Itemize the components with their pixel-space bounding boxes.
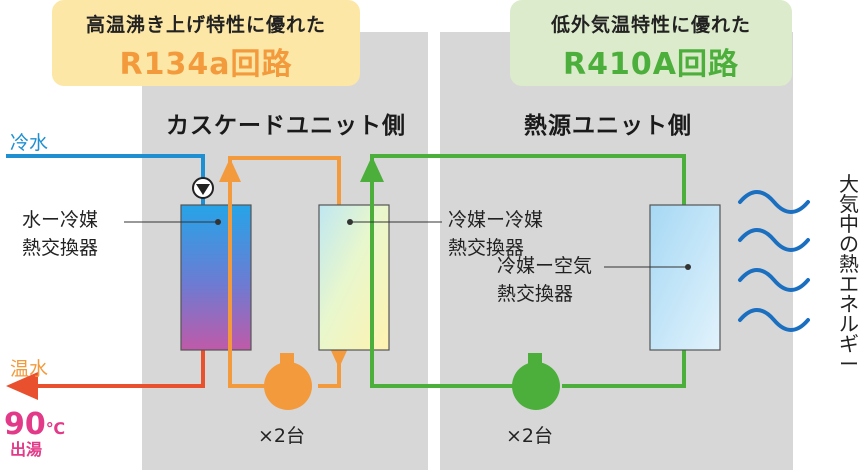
r134a-circuit-title: R134a回路 — [119, 47, 293, 82]
pump-icon — [192, 177, 214, 199]
r410a-up-arrow-icon — [360, 156, 384, 182]
vertical-char: エ — [839, 272, 859, 296]
cold-water-pipe — [6, 154, 205, 206]
heat-source-unit-title: 熱源ユニット側 — [524, 113, 692, 139]
hot-water-label: 温水 — [10, 358, 49, 380]
outlet-temperature: 90℃ 出湯 — [4, 407, 65, 460]
r410a-feature-text: 低外気温特性に優れた — [550, 14, 751, 36]
hot-water-pipe — [34, 292, 205, 388]
r134a-return-pipe — [228, 172, 339, 388]
refrigerant-refrigerant-hx-label: 冷媒ー冷媒 熱交換器 — [448, 209, 544, 259]
wave-icon — [738, 190, 810, 332]
atmosphere-heat-label: 大気中の熱エネルギー — [836, 174, 862, 374]
outlet-temp-unit: ℃ — [45, 419, 66, 438]
vertical-char: の — [839, 232, 859, 256]
vertical-char: 熱 — [839, 252, 859, 276]
vertical-char: ギ — [839, 332, 859, 356]
refrigerant-air-hx-label: 冷媒ー空気 熱交換器 — [497, 255, 593, 305]
compressor-icon — [264, 353, 312, 410]
compressor-quantity-left: ×2台 — [258, 425, 306, 447]
cold-water-label: 冷水 — [10, 132, 49, 154]
outlet-temp-label: 出湯 — [10, 440, 43, 459]
r410a-circuit-title: R410A回路 — [563, 47, 739, 82]
refrigerant-air-hx — [649, 204, 721, 351]
vertical-char: 中 — [839, 212, 859, 236]
vertical-char: ル — [839, 312, 859, 336]
vertical-char: ー — [839, 352, 859, 376]
compressor-icon — [512, 353, 560, 410]
r134a-circuit-box: 高温沸き上げ特性に優れた R134a回路 — [52, 0, 360, 86]
heat-source-unit-panel — [440, 32, 793, 470]
vertical-char: 大 — [839, 172, 859, 196]
vertical-char: ネ — [839, 292, 859, 316]
r134a-up-arrow-icon — [219, 158, 241, 182]
outlet-temp-value: 90 — [4, 407, 46, 442]
compressor-quantity-right: ×2台 — [506, 425, 554, 447]
cascade-unit-title: カスケードユニット側 — [166, 113, 406, 139]
hot-water-arrow-icon — [6, 372, 38, 400]
water-refrigerant-hx — [180, 204, 252, 351]
water-refrigerant-hx-label: 水ー冷媒 熱交換器 — [22, 209, 99, 259]
vertical-char: 気 — [839, 192, 859, 216]
refrigerant-refrigerant-hx — [318, 204, 390, 351]
r410a-circuit-box: 低外気温特性に優れた R410A回路 — [510, 0, 792, 86]
r134a-feature-text: 高温沸き上げ特性に優れた — [85, 14, 326, 36]
